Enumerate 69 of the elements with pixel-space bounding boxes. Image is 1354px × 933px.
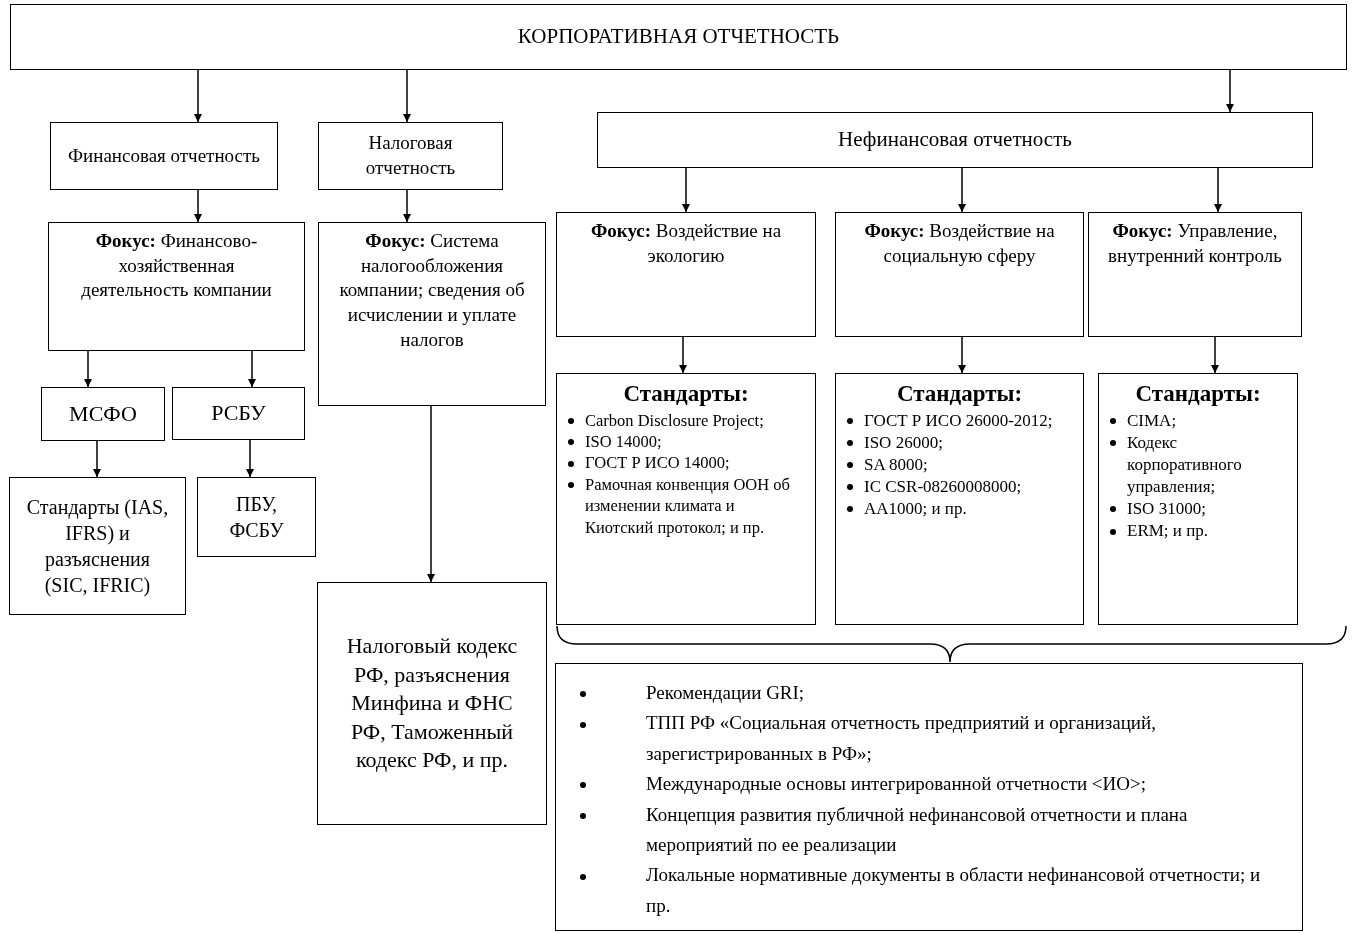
box-heading: Стандарты: (896, 380, 1023, 408)
process-box (9, 477, 186, 615)
box-heading: Стандарты: (1135, 380, 1261, 408)
process-box (10, 4, 1347, 70)
node-text: Стандарты (IAS, IFRS) и разъяснения (SIC, IFRIC) (26, 495, 169, 598)
process-box (556, 373, 816, 625)
process-box (835, 373, 1084, 625)
process-box (318, 222, 546, 406)
list-item: AA1000; и пр. (844, 497, 1075, 521)
process-box (197, 477, 316, 557)
process-box (1088, 212, 1302, 337)
arrow (194, 189, 202, 223)
arrow (427, 405, 435, 583)
process-box (48, 222, 305, 351)
arrow (194, 69, 202, 123)
process-box (835, 212, 1084, 337)
node-text: Фокус: Воздействие на социальную сферу (863, 219, 1056, 268)
node-text: Налоговый кодекс РФ, разъяснения Минфина и ФНС РФ, Таможенный кодекс РФ, и пр. (345, 632, 519, 775)
list-item: ГОСТ Р ИСО 14000; (565, 452, 807, 474)
list-item: Кодекс корпоративного управления; (1107, 431, 1289, 498)
arrow (1211, 336, 1219, 374)
node-text: МСФО (69, 399, 137, 428)
list-item: Локальные нормативные документы в области нефинансовой отчетности; и пр. (570, 860, 1288, 922)
node-text: Фокус: Воздействие на экологию (589, 219, 783, 268)
arrow (93, 440, 101, 478)
list-item: ТПП РФ «Социальная отчетность предприятий и организаций, зарегистрированных в РФ»; (570, 708, 1288, 770)
arrow (958, 167, 966, 213)
process-box (41, 387, 165, 441)
node-text: РСБУ (211, 399, 266, 428)
list-item: ERM; и пр. (1107, 520, 1289, 543)
node-text: Нефинансовая отчетность (838, 126, 1072, 154)
list-item: Carbon Disclosure Project; (565, 409, 807, 432)
node-text: Фокус: Управление, внутренний контроль (1107, 219, 1283, 268)
node-text: ПБУ, ФСБУ (228, 492, 285, 543)
list-item: ISO 14000; (565, 431, 807, 453)
arrow (84, 350, 92, 388)
list-item: CIMA; (1107, 409, 1289, 432)
list-item: Международные основы интегрированной отчетности <ИО>; (570, 769, 1288, 800)
list-item: IC CSR-08260008000; (844, 475, 1075, 498)
list-item: ГОСТ Р ИСО 26000-2012; (844, 409, 1075, 432)
node-text: КОРПОРАТИВНАЯ ОТЧЕТНОСТЬ (517, 23, 840, 51)
arrow (403, 189, 411, 223)
process-box (318, 122, 503, 190)
arrow (679, 336, 687, 374)
list-item: SA 8000; (844, 453, 1075, 476)
node-text: Фокус: Финансово-хозяйственная деятельность компании (80, 229, 273, 303)
process-box (172, 387, 305, 440)
arrow (1226, 69, 1234, 113)
node-text: Финансовая отчетность (68, 143, 260, 168)
arrow (248, 350, 256, 388)
list-item: ISO 31000; (1107, 497, 1289, 521)
arrow (403, 69, 411, 123)
arrow (246, 439, 254, 478)
process-box (50, 122, 278, 190)
list-item: ISO 26000; (844, 431, 1075, 454)
list-item: Концепция развития публичной нефинансовой отчетности и плана мероприятий по ее реализации (570, 799, 1288, 861)
arrow (1214, 167, 1222, 213)
node-text: Налоговая отчетность (364, 131, 457, 180)
list-item: Рекомендации GRI; (570, 678, 1288, 709)
process-box (597, 112, 1313, 168)
arrow (682, 167, 690, 213)
process-box (1098, 373, 1298, 625)
arrow (958, 336, 966, 374)
process-box (317, 582, 547, 825)
node-text: Фокус: Система налогообложения компании; сведения об исчислении и уплате налогов (338, 229, 526, 352)
box-heading: Стандарты: (623, 380, 749, 408)
process-box (555, 663, 1303, 931)
list-item: Рамочная конвенция ООН об изменении климата и Киотский протокол; и пр. (565, 473, 807, 539)
process-box (556, 212, 816, 337)
